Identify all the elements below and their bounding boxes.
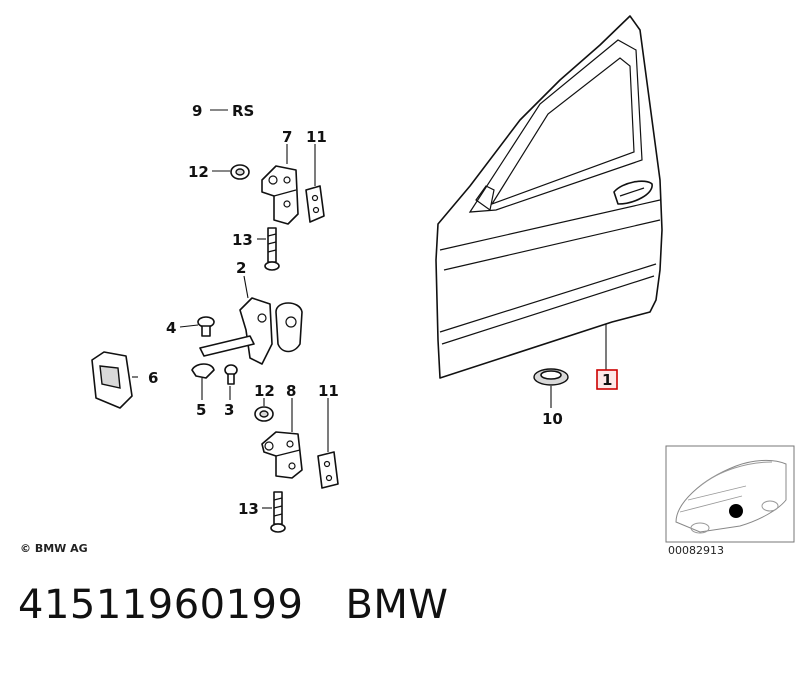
leader-lines [132, 109, 607, 509]
callout-13-upper: 13 [232, 231, 253, 249]
brand-name: BMW [345, 582, 449, 628]
door-check-clip [191, 363, 215, 379]
callout-8: 8 [286, 382, 296, 400]
front-door-shell [435, 15, 663, 379]
hinge-plate-upper [305, 185, 325, 223]
callout-11-upper: 11 [306, 128, 327, 146]
locator-thumbnail [665, 445, 795, 543]
callout-1-highlight: 1 [596, 369, 618, 390]
callout-7: 7 [282, 128, 292, 146]
callout-4: 4 [166, 319, 176, 337]
door-check-strap [199, 297, 303, 365]
door-check-pin [224, 364, 238, 385]
locator-dot [729, 504, 743, 518]
callout-1: 1 [602, 371, 612, 389]
thumbnail-id: 00082913 [668, 544, 724, 557]
door-check-bolt [197, 316, 215, 337]
hinge-bolt-upper [264, 227, 280, 271]
hinge-plate-lower [317, 451, 339, 489]
hinge-cap-upper [230, 164, 250, 180]
lower-hinge [261, 431, 303, 479]
callout-6: 6 [148, 369, 158, 387]
copyright-text: © BMW AG [20, 542, 88, 555]
callout-9: 9 [192, 102, 202, 120]
hinge-cap-lower [254, 406, 274, 422]
callout-10: 10 [542, 410, 563, 428]
callout-11-lower: 11 [318, 382, 339, 400]
callout-13-lower: 13 [238, 500, 259, 518]
callout-5: 5 [196, 401, 206, 419]
callout-12-upper: 12 [188, 163, 209, 181]
upper-hinge [261, 165, 299, 225]
part-number: 41511960199 [18, 582, 304, 628]
hinge-bolt-lower [270, 491, 286, 533]
footer-caption: 41511960199 BMW [18, 582, 448, 628]
callout-12-lower: 12 [254, 382, 275, 400]
door-buffer [91, 351, 133, 409]
callout-rs: RS [232, 102, 254, 120]
callout-2: 2 [236, 259, 246, 277]
plug-grommet [533, 368, 569, 386]
callout-3: 3 [224, 401, 234, 419]
